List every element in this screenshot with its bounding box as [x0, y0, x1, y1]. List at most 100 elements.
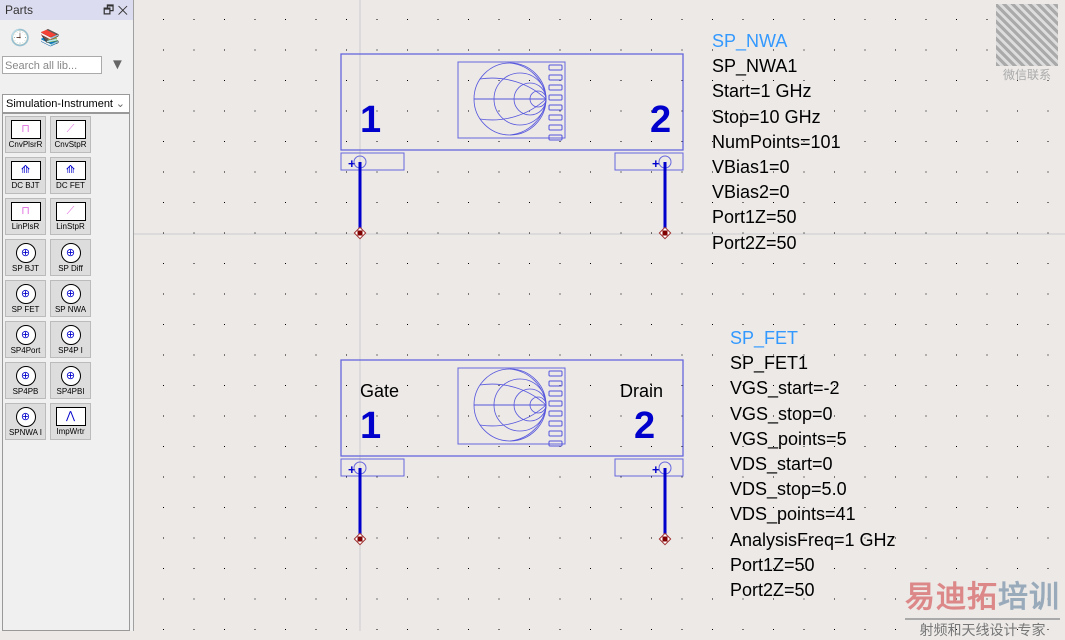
- part-sp-nwa[interactable]: ⊕SP NWA: [50, 280, 91, 317]
- port2-number: 2: [634, 405, 655, 447]
- port2-box: [614, 152, 684, 171]
- component-body[interactable]: [340, 359, 684, 457]
- part-label: SP4P I: [58, 346, 83, 355]
- search-input[interactable]: Search all lib...: [2, 56, 102, 74]
- part-impwrtr[interactable]: ⋀ImpWrtr: [50, 403, 91, 440]
- part-sp-bjt[interactable]: ⊕SP BJT: [5, 239, 46, 276]
- parameter-line[interactable]: VBias2=0: [712, 182, 790, 203]
- part-cnvplsrr[interactable]: ⊓CnvPlsrR: [5, 116, 46, 153]
- parameter-line[interactable]: Start=1 GHz: [712, 81, 812, 102]
- plus-sign: +: [652, 462, 660, 477]
- part-dc-bjt[interactable]: ⟰DC BJT: [5, 157, 46, 194]
- panel-title-bar: Parts🗗 ✕: [0, 0, 133, 20]
- part-linstpr[interactable]: ⟋LinStpR: [50, 198, 91, 235]
- smith-chart-icon: ⊕: [15, 243, 36, 263]
- component-type: SP_FET: [730, 328, 799, 348]
- parameter-line[interactable]: Stop=10 GHz: [712, 106, 821, 127]
- part-sp4p-i[interactable]: ⊕SP4P I: [50, 321, 91, 358]
- port1-number: 1: [360, 99, 381, 141]
- history-clock-icon[interactable]: 🕘: [10, 30, 30, 47]
- port2-number: 2: [650, 99, 671, 141]
- part-spnwa-i[interactable]: ⊕SPNWA I: [5, 403, 46, 440]
- waveform-icon: ⟋: [55, 202, 86, 221]
- qr-caption: 微信联系: [1002, 68, 1051, 82]
- waveform-icon: ⟰: [55, 161, 86, 180]
- part-label: SP4PBI: [56, 387, 85, 396]
- smith-chart-icon: ⊕: [15, 407, 36, 427]
- parameter-line[interactable]: Port2Z=50: [730, 580, 815, 601]
- instance-name[interactable]: SP_NWA1: [712, 56, 798, 77]
- parameter-line[interactable]: NumPoints=101: [712, 131, 841, 152]
- qr-code: [996, 4, 1058, 66]
- part-label: SP4Port: [10, 346, 41, 355]
- port1-number: 1: [360, 405, 381, 447]
- smith-chart-icon: ⊕: [15, 366, 36, 386]
- waveform-icon: ⊓: [10, 202, 41, 221]
- brand-a: 易迪拓: [905, 581, 998, 614]
- part-label: LinPlsR: [11, 222, 40, 231]
- brand-b: 培训: [998, 581, 1060, 614]
- parameter-line[interactable]: VGS_points=5: [730, 428, 847, 449]
- part-label: SP Diff: [58, 264, 83, 273]
- part-label: SP4PB: [12, 387, 39, 396]
- part-sp4pb[interactable]: ⊕SP4PB: [5, 362, 46, 399]
- part-label: SP NWA: [54, 305, 87, 314]
- waveform-icon: ⊓: [10, 120, 41, 139]
- close-icon[interactable]: ✕: [117, 3, 128, 17]
- port1-box: [340, 152, 405, 171]
- smith-chart-icon: ⊕: [15, 284, 36, 304]
- parameter-line[interactable]: AnalysisFreq=1 GHz: [730, 529, 896, 550]
- parameter-line[interactable]: Port2Z=50: [712, 232, 797, 253]
- part-label: DC FET: [56, 181, 85, 190]
- parts-palette: ⊓CnvPlsrR⟋CnvStpR⟰DC BJT⟰DC FET⊓LinPlsR⟋…: [2, 113, 130, 631]
- smith-chart-icon: [457, 367, 566, 445]
- smith-chart-icon: ⊕: [60, 366, 81, 386]
- parameter-line[interactable]: VDS_start=0: [730, 454, 833, 475]
- parameter-line[interactable]: VDS_stop=5.0: [730, 479, 847, 500]
- filter-icon[interactable]: ▼: [110, 56, 125, 73]
- library-books-icon[interactable]: 📚: [40, 30, 60, 47]
- instance-name[interactable]: SP_FET1: [730, 353, 809, 374]
- waveform-icon: ⟰: [10, 161, 41, 180]
- parameter-line[interactable]: VDS_points=41: [730, 504, 856, 525]
- part-sp-diff[interactable]: ⊕SP Diff: [50, 239, 91, 276]
- smith-chart-icon: ⊕: [15, 325, 36, 345]
- library-select-value: Simulation-Instrument: [6, 98, 113, 110]
- part-dc-fet[interactable]: ⟰DC FET: [50, 157, 91, 194]
- part-label: DC BJT: [11, 181, 40, 190]
- qr-watermark: 微信联系: [996, 4, 1058, 83]
- part-cnvstpr[interactable]: ⟋CnvStpR: [50, 116, 91, 153]
- part-sp4pbi[interactable]: ⊕SP4PBI: [50, 362, 91, 399]
- parameter-line[interactable]: Port1Z=50: [730, 554, 815, 575]
- part-linplsr[interactable]: ⊓LinPlsR: [5, 198, 46, 235]
- parameter-line[interactable]: Port1Z=50: [712, 207, 797, 228]
- part-label: CnvPlsrR: [8, 140, 43, 149]
- parts-panel: Parts🗗 ✕ 🕘 📚 Search all lib... ▼ Simulat…: [0, 0, 134, 631]
- brand-watermark: 易迪拓培训射频和天线设计专家: [905, 572, 1060, 640]
- brand-tagline: 射频和天线设计专家: [905, 618, 1060, 640]
- float-icon[interactable]: 🗗: [103, 3, 115, 17]
- component-body[interactable]: [340, 53, 684, 151]
- parameter-line[interactable]: VGS_stop=0: [730, 403, 833, 424]
- smith-chart-icon: ⊕: [60, 325, 81, 345]
- plus-sign: +: [348, 462, 356, 477]
- part-label: SP BJT: [12, 264, 39, 273]
- parameter-line[interactable]: VBias1=0: [712, 157, 790, 178]
- port1-box: [340, 458, 405, 477]
- part-label: LinStpR: [56, 222, 85, 231]
- component-type: SP_NWA: [712, 31, 788, 51]
- smith-chart-icon: ⊕: [60, 243, 81, 263]
- smith-chart-icon: [457, 61, 566, 139]
- part-sp-fet[interactable]: ⊕SP FET: [5, 280, 46, 317]
- parameter-line[interactable]: VGS_start=-2: [730, 378, 840, 399]
- part-label: ImpWrtr: [56, 427, 85, 436]
- plus-sign: +: [652, 156, 660, 171]
- part-sp4port[interactable]: ⊕SP4Port: [5, 321, 46, 358]
- port2-name: Drain: [620, 381, 663, 401]
- library-select[interactable]: Simulation-Instrument⌄: [2, 94, 130, 113]
